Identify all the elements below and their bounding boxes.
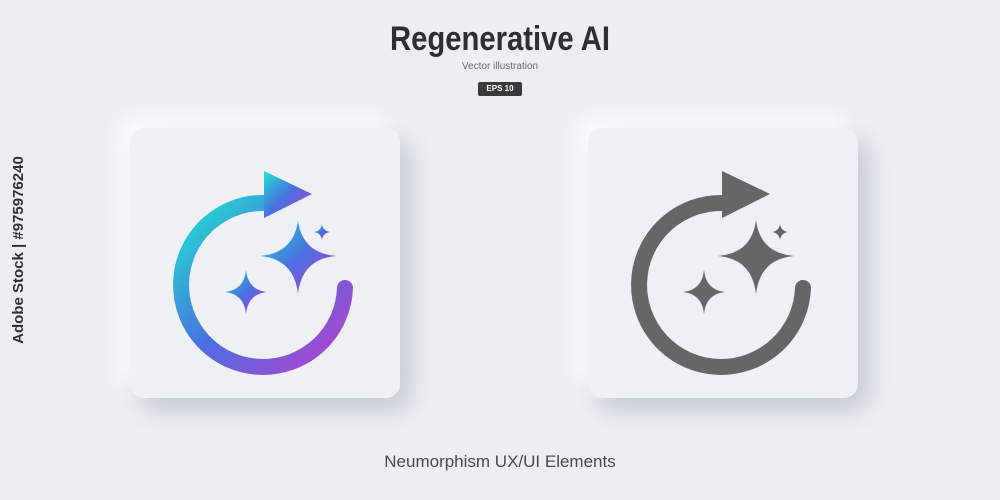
eps-badge: EPS 10 bbox=[478, 82, 522, 96]
gradient-icon-card bbox=[130, 128, 400, 398]
stock-watermark-label: Adobe Stock | #975976240 bbox=[10, 156, 27, 344]
regenerate-sparkle-gray-icon bbox=[631, 171, 811, 375]
caption: Neumorphism UX/UI Elements bbox=[384, 452, 616, 471]
subtitle: Vector illustration bbox=[461, 61, 539, 72]
regenerate-sparkle-gradient-icon bbox=[173, 171, 353, 375]
page-title: Regenerative AI bbox=[390, 20, 610, 58]
badge-container: EPS 10 bbox=[0, 78, 1000, 96]
gray-icon-card bbox=[588, 128, 858, 398]
